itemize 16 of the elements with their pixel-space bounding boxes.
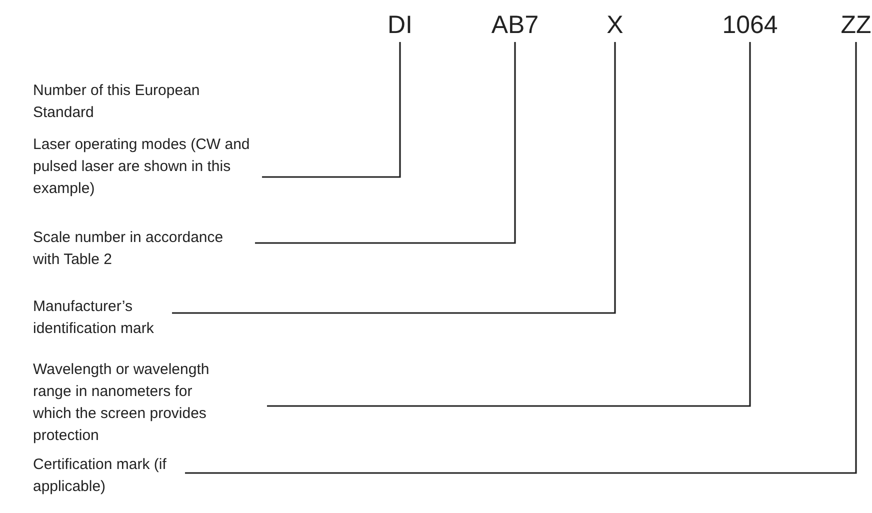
- description-text: Laser operating modes (CW and pulsed laser are shown in this example): [33, 134, 262, 200]
- marking-code: ZZ: [836, 8, 872, 42]
- description-text: Manufacturer’s identification mark: [33, 296, 172, 340]
- marking-code: X: [603, 8, 627, 42]
- leader-line: [262, 42, 401, 178]
- marking-code: DI: [383, 8, 417, 42]
- description-text: Number of this European Standard: [33, 81, 201, 123]
- marking-code: 1064: [720, 8, 780, 42]
- leader-line: [267, 42, 751, 407]
- description-text: Scale number in accordance with Table 2: [33, 227, 255, 271]
- leader-line: [185, 42, 857, 474]
- leader-line: [255, 42, 516, 244]
- description-text: Certification mark (if applicable): [33, 454, 185, 498]
- marking-code: AB7: [490, 8, 540, 42]
- description-text: Wavelength or wavelength range in nanometers for which the screen provides protection: [33, 359, 267, 447]
- leader-line: [172, 42, 616, 314]
